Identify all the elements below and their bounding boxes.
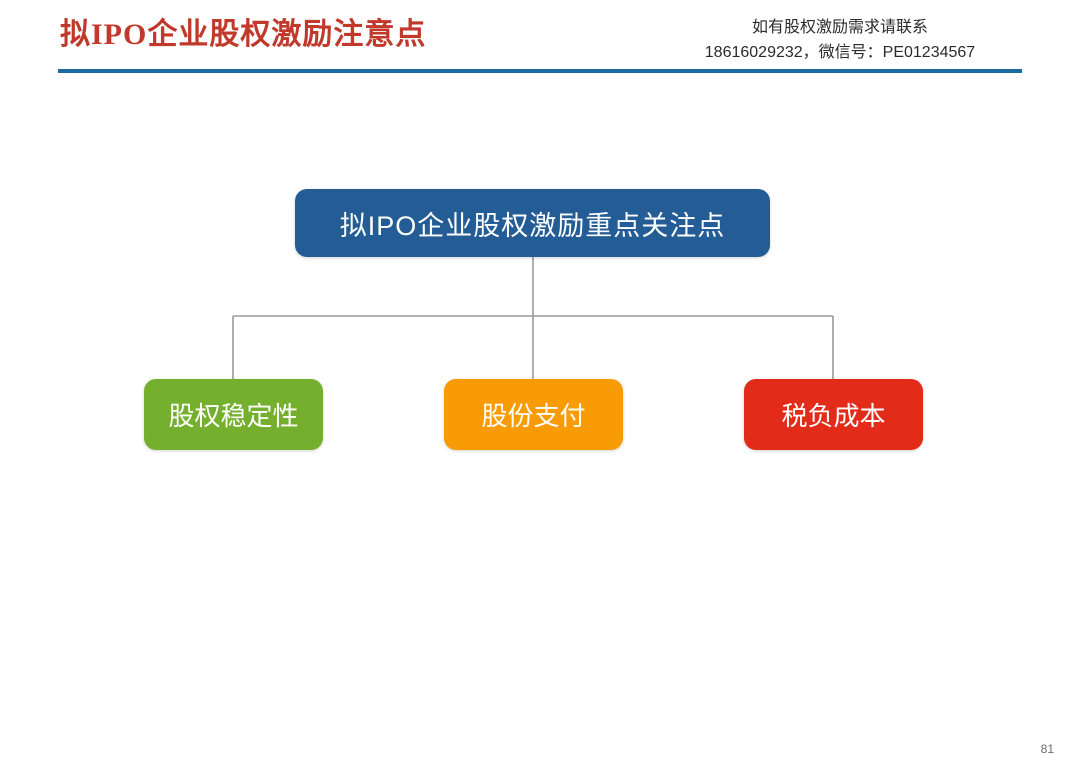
page-title: 拟IPO企业股权激励注意点 (60, 18, 427, 51)
node-tax-cost-label: 税负成本 (781, 401, 886, 431)
node-root-label: 拟IPO企业股权激励重点关注点 (339, 210, 726, 241)
node-share-payment-label: 股份支付 (481, 401, 586, 431)
contact-prompt-text: 如有股权激励需求请联系 (751, 19, 928, 36)
page-number: 81 (1040, 742, 1054, 756)
node-tax-cost[interactable]: 税负成本 (744, 379, 923, 450)
node-share-payment[interactable]: 股份支付 (444, 379, 623, 450)
contact-info-block: 如有股权激励需求请联系 18616029232，微信号：PE01234567 (640, 16, 1040, 66)
node-root-focus-points[interactable]: 拟IPO企业股权激励重点关注点 (295, 189, 770, 257)
contact-phone-wechat-text: 18616029232，微信号：PE01234567 (704, 43, 976, 61)
title-underline-divider (58, 69, 1022, 73)
node-equity-stability[interactable]: 股权稳定性 (144, 379, 323, 450)
node-equity-stability-label: 股权稳定性 (168, 401, 299, 431)
